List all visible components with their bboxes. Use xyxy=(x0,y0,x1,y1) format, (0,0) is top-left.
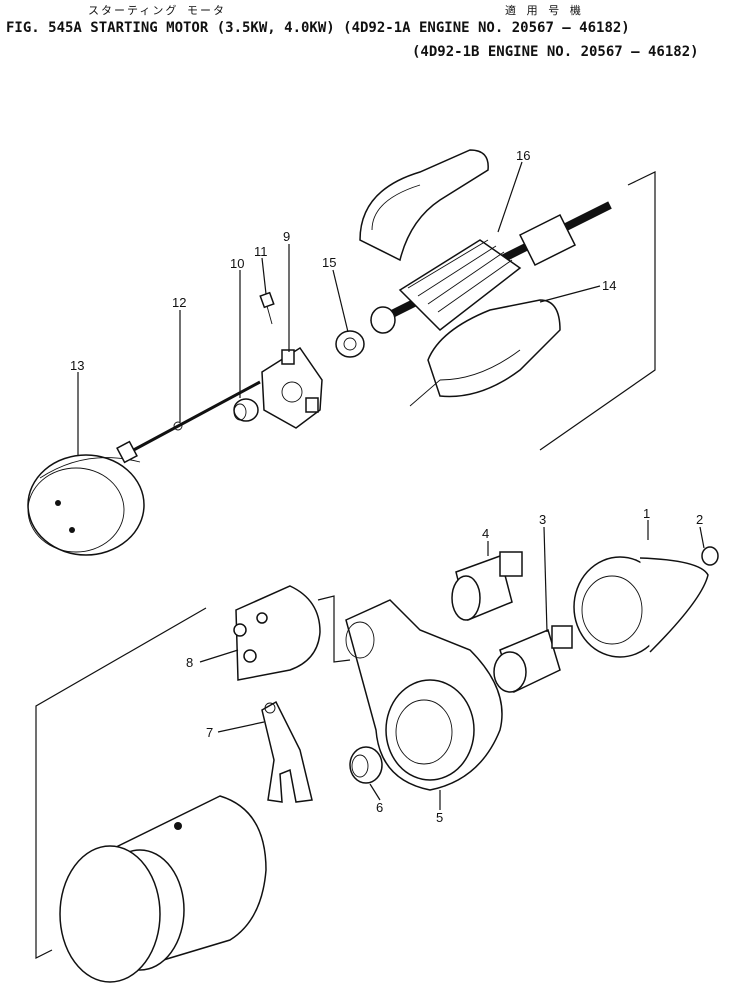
part-15-washer xyxy=(335,330,365,358)
callout-10: 10 xyxy=(230,256,244,271)
callout-8: 8 xyxy=(186,655,193,670)
callout-11: 11 xyxy=(254,244,268,259)
callout-4: 4 xyxy=(482,526,489,541)
part-yoke-cylinder xyxy=(59,795,267,983)
part-5-housing xyxy=(345,599,503,791)
callout-14: 14 xyxy=(602,278,616,293)
part-8-solenoid xyxy=(233,585,321,681)
callout-2: 2 xyxy=(696,512,703,527)
part-14-field-coil xyxy=(359,149,561,407)
callout-3: 3 xyxy=(539,512,546,527)
callout-15: 15 xyxy=(322,255,336,270)
callout-9: 9 xyxy=(283,229,290,244)
part-10-bush xyxy=(233,398,259,422)
bracket-lower xyxy=(35,607,207,959)
part-6-bush xyxy=(349,746,383,784)
leader-lines xyxy=(77,161,705,810)
part-1-front-cover xyxy=(573,556,709,658)
callout-5: 5 xyxy=(436,810,443,825)
kana-title: スターティング モータ xyxy=(88,4,226,17)
part-11-brush xyxy=(259,291,275,325)
figure-title-line2: (4D92-1B ENGINE NO. 20567 — 46182) xyxy=(412,44,699,60)
part-7-shift-lever xyxy=(261,700,313,803)
figure-title: FIG. 545A STARTING MOTOR (3.5KW, 4.0KW) … xyxy=(6,20,630,36)
callout-12: 12 xyxy=(172,295,186,310)
part-4-clutch xyxy=(451,551,523,622)
kana-applicable: 適 用 号 機 xyxy=(505,4,583,17)
callout-13: 13 xyxy=(70,358,84,373)
part-3-pinion-clutch xyxy=(493,625,573,694)
callout-16: 16 xyxy=(516,148,530,163)
part-16-armature xyxy=(370,201,612,334)
callout-1: 1 xyxy=(643,506,650,521)
part-13-rear-cover xyxy=(27,454,145,556)
callout-6: 6 xyxy=(376,800,383,815)
part-2-bush xyxy=(701,546,719,566)
part-12-through-bolt xyxy=(116,380,261,464)
callout-labels: 1 2 3 4 5 6 7 8 9 10 11 12 13 14 15 16 xyxy=(70,148,703,825)
bracket-mid xyxy=(317,595,351,663)
callout-7: 7 xyxy=(206,725,213,740)
bracket-upper xyxy=(539,171,656,451)
part-9-brush-holder xyxy=(261,346,323,429)
